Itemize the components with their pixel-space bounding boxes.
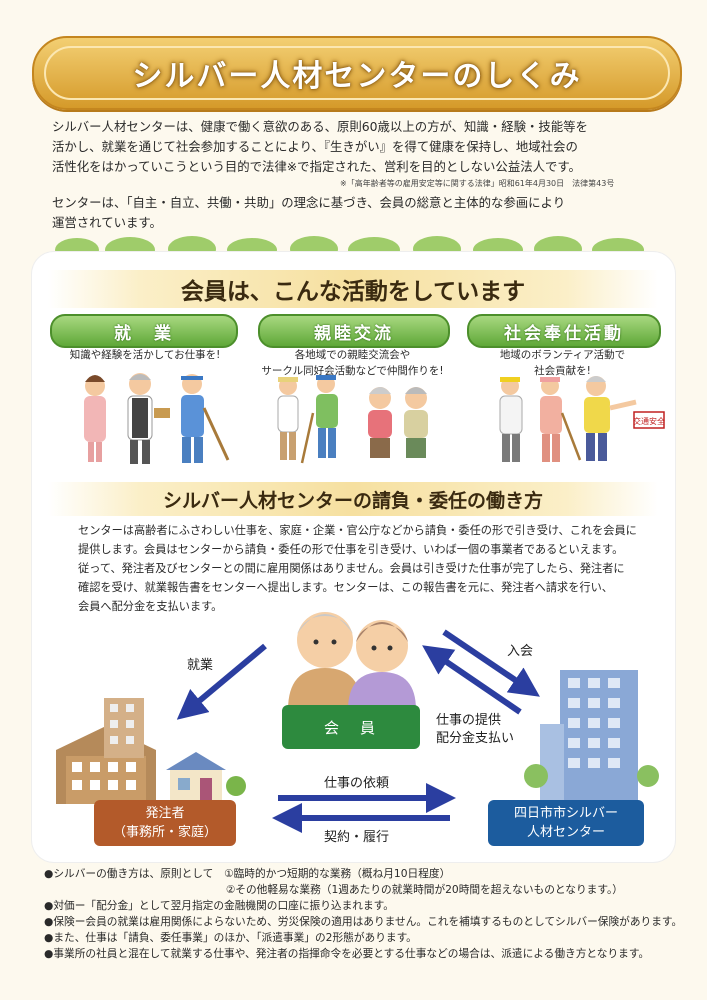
center-box: 四日市市シルバー 人材センター: [488, 800, 644, 846]
note-line-5: ●また、仕事は「請負、委任事業」のほか、「派遣事業」の2形態があります。: [44, 931, 417, 944]
method-heading: シルバー人材センターの請負・委任の働き方: [48, 482, 658, 516]
note-line-6: ●事業所の社員と混在して就業する仕事や、発注者の指揮命令を必要とする仕事などの場…: [44, 947, 650, 960]
title-banner: シルバー人材センターのしくみ: [32, 36, 682, 110]
arrow-work: [176, 643, 267, 720]
volunteers-illustration: 交通安全: [499, 376, 665, 462]
member-box: 会 員: [282, 705, 420, 749]
activity-caption-social-line-1: 各地域での親睦交流会や: [294, 349, 411, 361]
center-box-title: 四日市市シルバー: [513, 806, 618, 821]
arrow-supply: [422, 645, 522, 715]
members-illustration: [288, 612, 416, 710]
activity-caption-social: 各地域での親睦交流会や サークル同好会活動などで仲間作りを!: [250, 347, 455, 379]
activity-caption-work-line: 知識や経験を活かしてお仕事を!: [69, 349, 221, 361]
friends-illustration: [277, 375, 428, 464]
note-line-2: ②その他軽易な業務（1週あたりの就業時間が20時間を超えないものとなります。）: [44, 883, 623, 896]
activity-caption-volunteer: 地域のボランティア活動で 社会貢献を!: [465, 347, 660, 379]
flow-arrows: [176, 629, 540, 833]
intro-line-2: 活かし、就業を通じて社会参加することにより、『生きがい』を得て健康を保持し、地域…: [52, 139, 578, 154]
intro-line-1: シルバー人材センターは、健康で働く意欲のある、原則60歳以上の方が、知識・経験・…: [52, 119, 588, 134]
label-join: 入会: [507, 644, 534, 659]
activity-pill-volunteer: 社会奉仕活動: [467, 314, 661, 348]
center-building-illustration: [524, 670, 659, 802]
client-box: 発注者 （事務所・家庭）: [94, 800, 236, 846]
page-title: シルバー人材センターのしくみ: [132, 59, 582, 94]
center-box-subtitle: 人材センター: [526, 825, 605, 840]
activities-heading: 会員は、こんな活動をしています: [48, 270, 658, 308]
activity-caption-volunteer-line-1: 地域のボランティア活動で: [499, 349, 626, 361]
label-supply-line-1: 仕事の提供: [436, 713, 502, 728]
activity-caption-social-line-2: サークル同好会活動などで仲間作りを!: [261, 365, 444, 377]
activity-pill-social: 親睦交流: [258, 314, 450, 348]
intro-line-4: センターは、「自主・自立、共働・共助」の理念に基づき、会員の総意と主体的な参画に…: [52, 195, 566, 210]
label-contract: 契約・履行: [324, 830, 390, 845]
client-buildings-illustration: [56, 698, 246, 804]
label-supply: 仕事の提供 配分金支払い: [436, 712, 514, 748]
client-box-subtitle: （事務所・家庭）: [112, 825, 217, 840]
method-body-line-1: センターは高齢者にふさわしい仕事を、家庭・企業・官公庁などから請負・委任の形で引…: [78, 524, 637, 537]
law-footnote: ※「高年齢者等の雇用安定等に関する法律」昭和61年4月30日 法律第43号: [340, 179, 615, 188]
traffic-safety-sign-text: 交通安全: [633, 416, 665, 426]
note-line-4: ●保険ー会員の就業は雇用関係によらないため、労災保険の適用はありません。これを補…: [44, 915, 683, 928]
label-supply-line-2: 配分金支払い: [436, 731, 515, 746]
activity-caption-volunteer-line-2: 社会貢献を!: [534, 365, 591, 377]
note-line-3: ●対価ー「配分金」として翌月指定の金融機関の口座に振り込まれます。: [44, 899, 394, 912]
client-box-title: 発注者: [145, 806, 185, 821]
arrow-join: [442, 629, 540, 697]
activity-pill-work: 就 業: [50, 314, 238, 348]
note-line-1: ●シルバーの働き方は、原則として ①臨時的かつ短期的な業務（概ね月10日程度）: [44, 867, 451, 880]
method-body-line-4: 確認を受け、就業報告書をセンターへ提出します。センターは、この報告書を元に、発注…: [78, 581, 613, 594]
title-banner-inner: シルバー人材センターのしくみ: [44, 46, 670, 100]
method-body-line-5: 会員へ配分金を支払います。: [78, 600, 223, 613]
method-body-line-3: 従って、発注者及びセンターとの間に雇用関係はありません。会員は引き受けた仕事が完…: [78, 562, 625, 575]
method-body-line-2: 提供します。会員はセンターから請負・委任の形で仕事を引き受け、いわば一個の事業者…: [78, 543, 624, 556]
label-request: 仕事の依頼: [324, 776, 390, 791]
intro-line-3: 活性化をはかっていこうという目的で法律※で指定された、営利を目的としない公益法人…: [52, 159, 581, 174]
label-work: 就業: [187, 658, 214, 673]
workers-illustration: [84, 373, 230, 464]
activity-caption-work: 知識や経験を活かしてお仕事を!: [50, 347, 240, 363]
intro-line-5: 運営されています。: [52, 215, 162, 230]
